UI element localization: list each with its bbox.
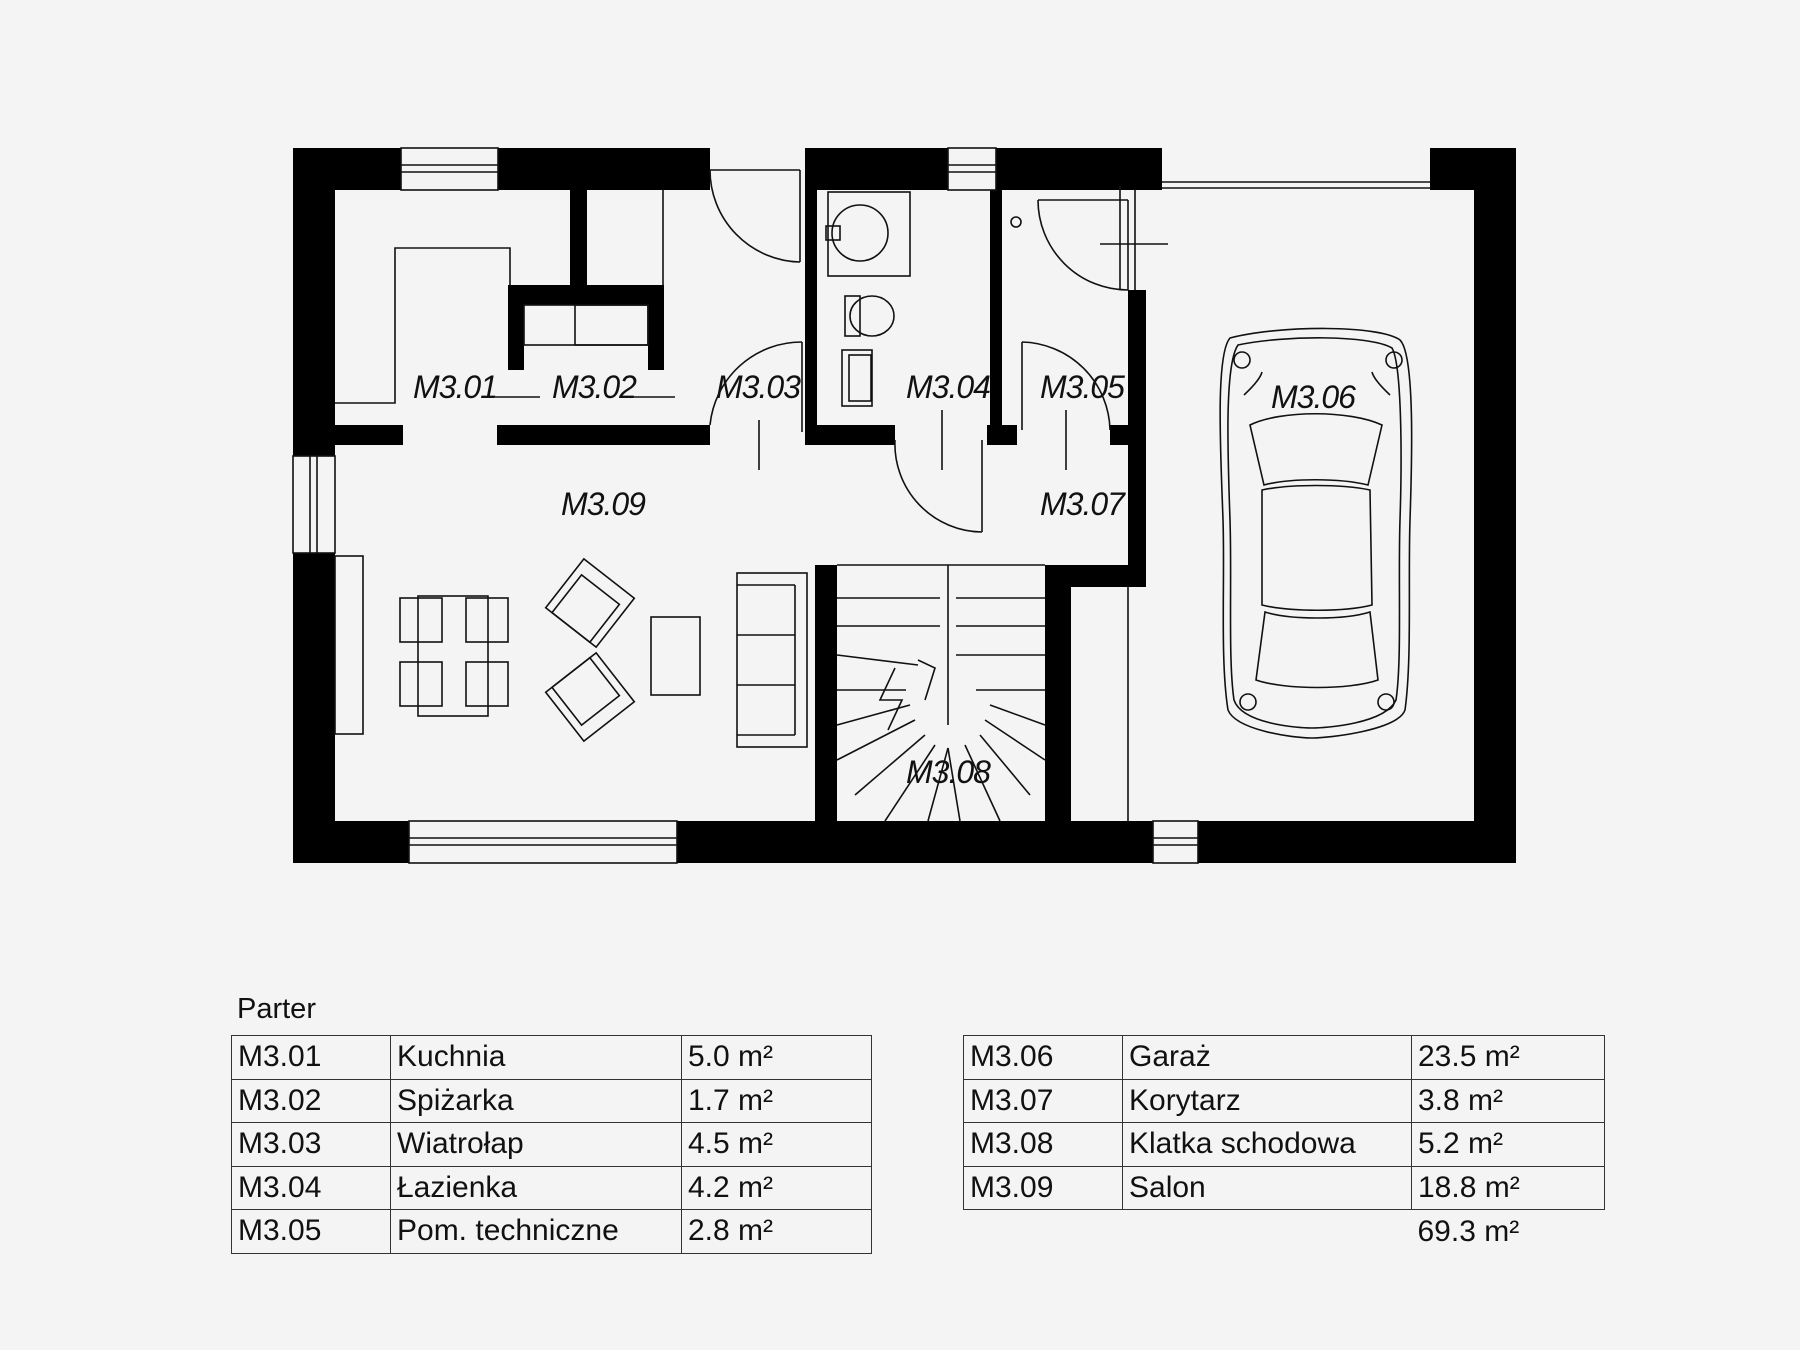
room-area: 4.2 m² (681, 1165, 872, 1210)
section-title: Parter (237, 993, 316, 1025)
room-area: 4.5 m² (681, 1122, 872, 1167)
room-area: 3.8 m² (1411, 1078, 1605, 1123)
room-id: M3.02 (231, 1078, 391, 1123)
room-id: M3.07 (963, 1078, 1123, 1123)
area-table-right: M3.06 Garaż 23.5 m² M3.07 Korytarz 3.8 m… (963, 1035, 1605, 1253)
staircase (836, 564, 1046, 822)
room-label-m3-04: M3.04 (906, 369, 990, 405)
room-label-m3-09: M3.09 (561, 486, 646, 522)
room-id: M3.09 (963, 1165, 1123, 1210)
room-label-m3-05: M3.05 (1040, 369, 1125, 405)
total-spacer (963, 1209, 1123, 1253)
table-row: M3.09 Salon 18.8 m² (963, 1165, 1605, 1210)
table-row: M3.08 Klatka schodowa 5.2 m² (963, 1122, 1605, 1167)
walls (293, 148, 1516, 863)
room-id: M3.04 (231, 1165, 391, 1210)
room-name: Garaż (1122, 1035, 1412, 1080)
table-row: M3.05 Pom. techniczne 2.8 m² (231, 1209, 872, 1254)
room-id: M3.05 (231, 1209, 391, 1254)
doors (709, 169, 1129, 533)
room-label-m3-06: M3.06 (1271, 379, 1356, 415)
car (1219, 327, 1413, 739)
table-row: M3.01 Kuchnia 5.0 m² (231, 1035, 872, 1080)
room-id: M3.06 (963, 1035, 1123, 1080)
room-name: Pom. techniczne (390, 1209, 682, 1254)
fixtures (335, 190, 1168, 821)
room-id: M3.08 (963, 1122, 1123, 1167)
room-area: 23.5 m² (1411, 1035, 1605, 1080)
room-name: Kuchnia (390, 1035, 682, 1080)
windows (292, 147, 1430, 864)
total-spacer (1122, 1209, 1412, 1253)
room-id: M3.01 (231, 1035, 391, 1080)
room-area: 2.8 m² (681, 1209, 872, 1254)
room-area: 5.0 m² (681, 1035, 872, 1080)
table-row: M3.03 Wiatrołap 4.5 m² (231, 1122, 872, 1167)
room-name: Klatka schodowa (1122, 1122, 1412, 1167)
area-table-left: M3.01 Kuchnia 5.0 m² M3.02 Spiżarka 1.7 … (231, 1035, 872, 1254)
room-label-m3-08: M3.08 (906, 754, 991, 790)
table-row: M3.04 Łazienka 4.2 m² (231, 1165, 872, 1210)
room-label-m3-07: M3.07 (1040, 486, 1126, 522)
table-row: M3.06 Garaż 23.5 m² (963, 1035, 1605, 1080)
table-row: M3.02 Spiżarka 1.7 m² (231, 1078, 872, 1123)
room-area: 5.2 m² (1411, 1122, 1605, 1167)
furniture (334, 555, 808, 748)
room-name: Salon (1122, 1165, 1412, 1210)
room-labels: M3.01 M3.02 M3.03 M3.04 M3.05 M3.06 M3.0… (413, 369, 1357, 790)
room-label-m3-03: M3.03 (716, 369, 801, 405)
room-name: Korytarz (1122, 1078, 1412, 1123)
room-name: Wiatrołap (390, 1122, 682, 1167)
room-label-m3-02: M3.02 (552, 369, 637, 405)
room-label-m3-01: M3.01 (413, 369, 497, 405)
floor-plan: M3.01 M3.02 M3.03 M3.04 M3.05 M3.06 M3.0… (292, 147, 1516, 864)
room-name: Spiżarka (390, 1078, 682, 1123)
room-id: M3.03 (231, 1122, 391, 1167)
room-name: Łazienka (390, 1165, 682, 1210)
total-row: 69.3 m² (963, 1209, 1605, 1253)
total-area: 69.3 m² (1411, 1209, 1605, 1253)
table-row: M3.07 Korytarz 3.8 m² (963, 1078, 1605, 1123)
room-area: 1.7 m² (681, 1078, 872, 1123)
room-area: 18.8 m² (1411, 1165, 1605, 1210)
